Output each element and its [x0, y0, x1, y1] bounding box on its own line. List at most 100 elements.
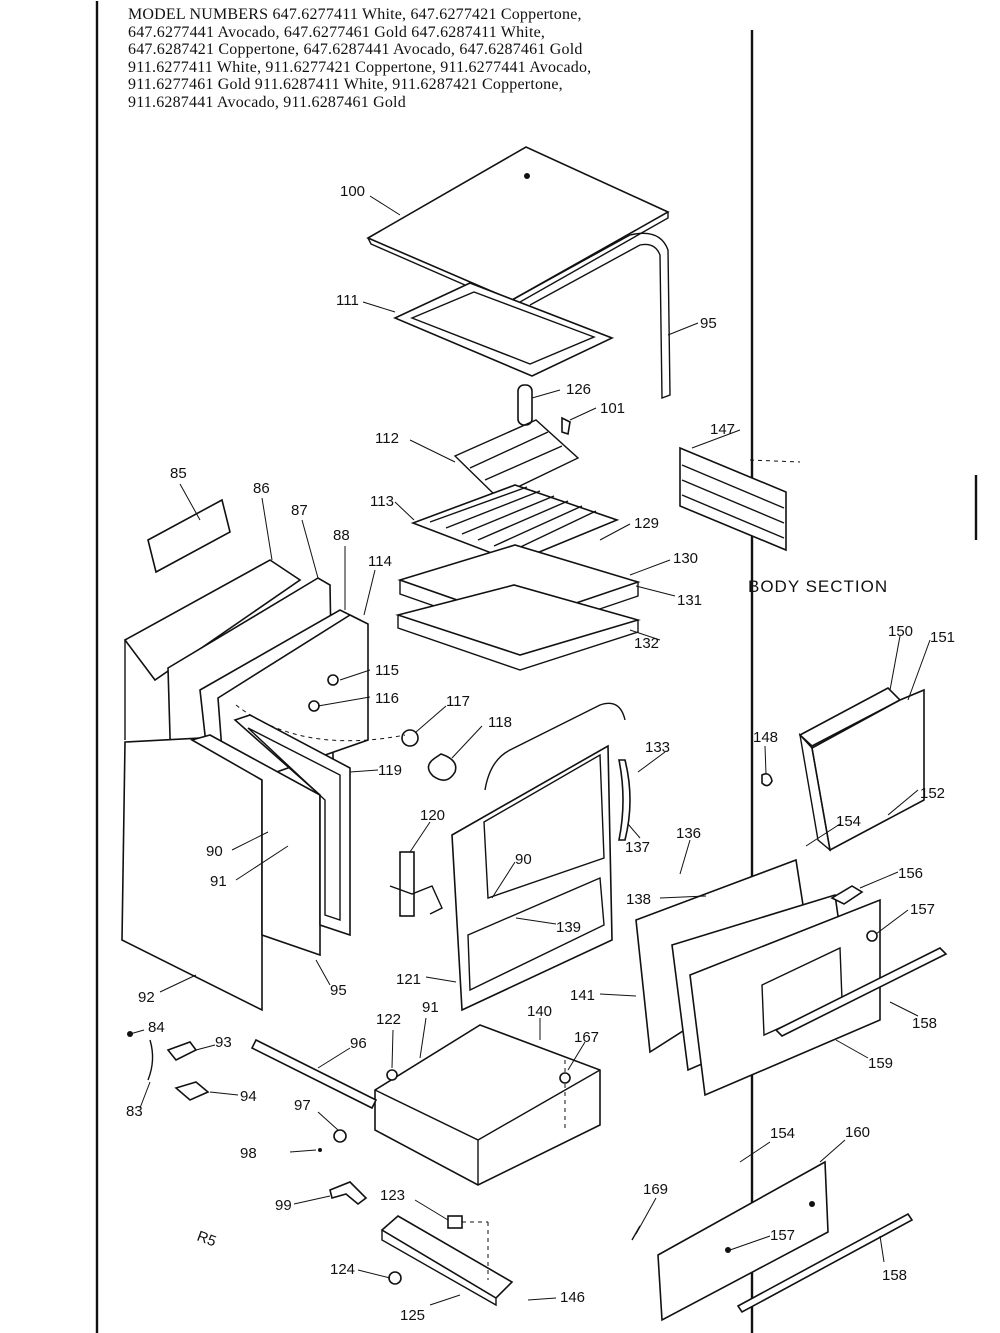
callout-label: 126 [566, 381, 591, 398]
leader-lines [129, 195, 931, 1306]
kick-panel-125 [380, 1215, 514, 1307]
callout-label: 86 [253, 480, 270, 497]
callout-label: 154 [836, 813, 861, 830]
callout-label: 95 [700, 315, 717, 332]
callout-label: 118 [488, 714, 512, 731]
callout-label: 150 [888, 623, 913, 640]
callout-label: 123 [380, 1187, 405, 1204]
callout-label: 121 [396, 971, 421, 988]
model-numbers-header: MODEL NUMBERS 647.6277411 White, 647.627… [128, 6, 768, 111]
hinge-120 [399, 851, 415, 917]
section-title: BODY SECTION [748, 577, 888, 596]
part-124 [388, 1271, 402, 1285]
callout-label: 140 [527, 1003, 552, 1020]
callout-label: 100 [340, 183, 365, 200]
storage-drawer-140 [374, 1024, 601, 1186]
model-numbers-line: 911.6277411 White, 911.6277421 Copperton… [128, 58, 592, 76]
callout-label: 96 [350, 1035, 367, 1052]
callout-label: 91 [422, 999, 439, 1016]
callout-label: 159 [868, 1055, 893, 1072]
callout-label: 129 [634, 515, 659, 532]
control-panel-150-152 [798, 687, 925, 852]
callout-label: 112 [375, 430, 399, 447]
outer-door-assembly [635, 858, 881, 1097]
callout-label: 125 [400, 1307, 425, 1324]
callout-label: 98 [240, 1145, 257, 1162]
frame-95 [189, 734, 321, 957]
callout-label: 87 [291, 502, 308, 519]
callout-label: 157 [770, 1227, 795, 1244]
handle-158 [774, 947, 948, 1037]
callout-label: 101 [600, 400, 625, 417]
callout-label: 97 [294, 1097, 311, 1114]
part-83 [147, 1039, 154, 1081]
part-94 [174, 1081, 210, 1101]
callout-label: 148 [753, 729, 778, 746]
page-mark: R5 [195, 1228, 219, 1251]
callout-label: 84 [148, 1019, 165, 1036]
part-115 [327, 674, 339, 686]
part-118-bulb [427, 753, 457, 781]
callout-label: 114 [368, 553, 392, 570]
callout-label: 111 [336, 292, 359, 309]
model-numbers-line: 647.6287421 Coppertone, 647.6287441 Avoc… [128, 41, 583, 58]
part-98 [318, 1148, 322, 1152]
callout-label: 124 [330, 1261, 355, 1278]
model-numbers-line: 911.6287441 Avocado, 911.6287461 Gold [128, 93, 406, 111]
part-85 [147, 498, 231, 574]
callout-label: 92 [138, 989, 155, 1006]
part-99 [329, 1181, 368, 1206]
callout-label: 167 [574, 1029, 599, 1046]
callout-label: 115 [375, 662, 399, 679]
callout-label: 85 [170, 465, 187, 482]
callout-label: 131 [677, 592, 702, 609]
callout-label: 90 [206, 843, 223, 860]
side-panel-92 [121, 737, 263, 1012]
callout-label: 132 [634, 635, 659, 652]
part-116 [308, 700, 320, 712]
model-numbers-line: MODEL NUMBERS 647.6277411 White, 647.627… [128, 6, 582, 23]
callout-label: 91 [210, 873, 227, 890]
callout-label: 117 [446, 693, 470, 710]
callout-label: 120 [420, 807, 445, 824]
callout-label: 160 [845, 1124, 870, 1141]
callout-label: 116 [375, 690, 399, 707]
model-numbers-line: 911.6277461 Gold 911.6287411 White, 911.… [128, 76, 563, 93]
rack-112 [453, 419, 580, 498]
callout-label: 95 [330, 982, 347, 999]
callout-label: 137 [625, 839, 650, 856]
part-167 [559, 1072, 571, 1084]
part-122 [386, 1069, 398, 1081]
part-97 [333, 1129, 347, 1143]
bar-158 [736, 1212, 914, 1314]
panel-160 [657, 1160, 829, 1322]
rail-96 [250, 1038, 378, 1110]
callout-label: 169 [643, 1181, 668, 1198]
callout-label: 119 [378, 762, 402, 779]
callout-label: 147 [710, 421, 735, 438]
callout-label: 139 [556, 919, 581, 936]
callout-label: 158 [882, 1267, 907, 1284]
broiler-grid-113 [410, 484, 620, 563]
callout-label: 99 [275, 1197, 292, 1214]
callout-label: 146 [560, 1289, 585, 1306]
part-133 [618, 759, 631, 841]
part-148 [761, 773, 773, 787]
callout-label: 93 [215, 1034, 232, 1051]
callout-label: 90 [515, 851, 532, 868]
callout-label: 94 [240, 1088, 257, 1105]
callout-label: 158 [912, 1015, 937, 1032]
top-cover-assembly [366, 146, 671, 400]
callout-label: 138 [626, 891, 651, 908]
callout-label: 122 [376, 1011, 401, 1028]
callout-label: 151 [930, 629, 955, 646]
broiler-pan-stack [395, 544, 641, 671]
callout-label: 133 [645, 739, 670, 756]
part-126 [517, 384, 533, 426]
vent-panel-147 [679, 446, 801, 552]
callout-label: 152 [920, 785, 945, 802]
model-numbers-line: 647.6277441 Avocado, 647.6277461 Gold 64… [128, 23, 546, 41]
callout-label: 136 [676, 825, 701, 842]
callout-label: 141 [570, 987, 595, 1004]
